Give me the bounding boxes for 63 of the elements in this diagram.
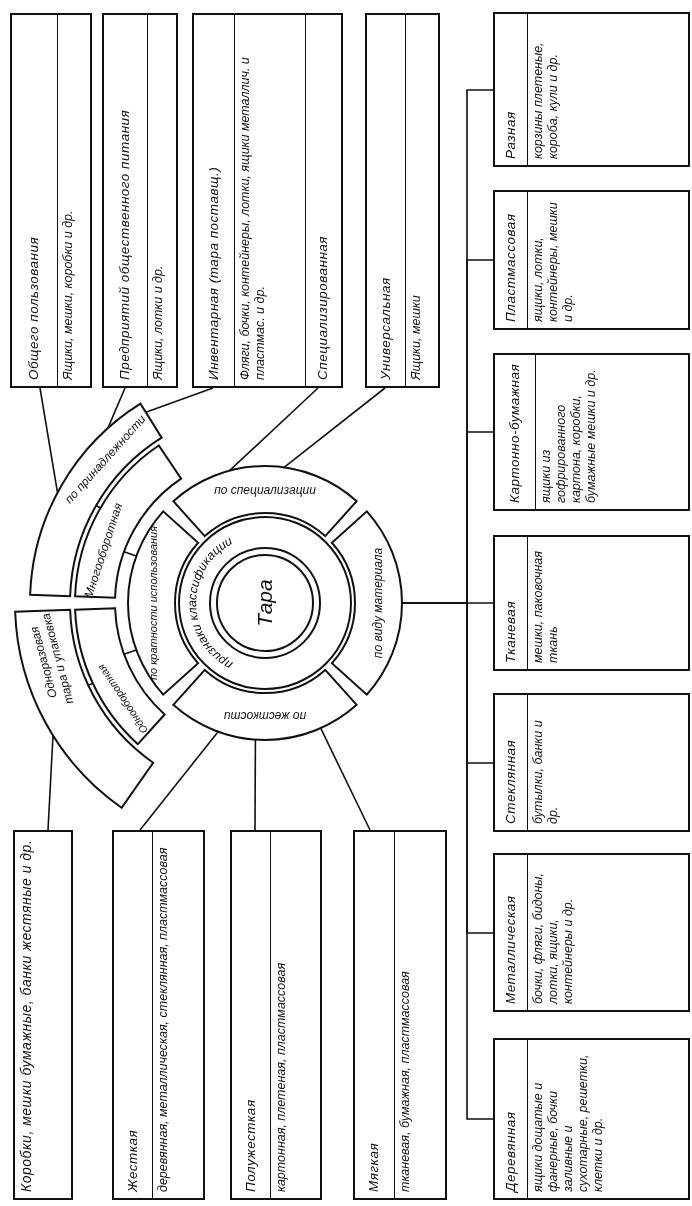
category-box	[10, 13, 92, 388]
box-header: Жесткая	[123, 1128, 141, 1194]
box-header: Металлическая	[501, 894, 519, 1006]
category-box	[365, 13, 440, 388]
box-text: ящики дощатые и фанерные, бочки заливные и сухотарные, решетки, клетки и др.	[527, 1040, 688, 1198]
connector-line	[95, 504, 102, 509]
box-text: картонная, плетеная, пластмассовая	[270, 832, 320, 1198]
category-box	[13, 830, 73, 1200]
category-box	[493, 12, 690, 167]
connector-line	[228, 387, 319, 472]
connector-line	[145, 387, 214, 413]
box-text: мешки, паковочная ткань	[527, 537, 688, 669]
connector-line	[254, 738, 257, 831]
segment-label: по жесткости	[223, 709, 307, 723]
category-box	[493, 535, 690, 671]
connector-line	[39, 387, 59, 494]
category-box	[192, 13, 343, 388]
category-box	[493, 353, 690, 511]
category-box	[112, 830, 205, 1200]
ring-segment	[74, 607, 166, 746]
connector-line	[283, 387, 386, 469]
box-text: Фляги, бочки, контейнеры, лотки, ящики металлич. и пластмас. и др.	[234, 15, 305, 386]
box-header: Полужесткая	[241, 1098, 259, 1194]
category-box	[493, 853, 690, 1012]
box-header: Общего пользования	[25, 235, 43, 382]
category-box	[493, 190, 690, 330]
category-box	[493, 1038, 690, 1200]
box-text: бутылки, банки и др.	[527, 695, 688, 830]
segment-label: по виду материала	[371, 547, 385, 659]
box-text: Ящики, мешки	[405, 15, 438, 386]
box-header: Специализированная	[305, 15, 341, 386]
box-header: Инвентарная (тара поставщ.)	[204, 165, 222, 382]
box-text: корзины плетеные, короба, кули и др.	[527, 14, 688, 165]
box-header: Универсальная	[376, 276, 394, 382]
category-box	[353, 830, 447, 1200]
box-text: Ящики, лотки и др.	[147, 15, 176, 386]
box-text: Ящики, мешки, коробки и др.	[57, 15, 90, 386]
box-text: ящики из гофрированного картона, коробки, бумажные мешки и др.	[535, 355, 688, 509]
category-box	[230, 830, 322, 1200]
connector-line	[139, 730, 219, 831]
segment-label: по кратности использования	[147, 525, 159, 681]
segment-label: по специализации	[214, 483, 316, 497]
box-header: Деревянная	[501, 1110, 519, 1196]
box-text: Коробки, мешки бумажные, банки жестяные и др.	[17, 838, 35, 1194]
ring-segment	[172, 668, 358, 741]
box-text: деревянная, металлическая, стеклянная, пластмассовая	[152, 832, 203, 1198]
category-box	[102, 13, 178, 388]
box-header: Разная	[501, 110, 519, 161]
box-header: Предприятий общественного питания	[116, 108, 134, 382]
box-header: Пластмассовая	[501, 212, 519, 324]
connector-line	[87, 682, 94, 687]
ring-segment	[330, 510, 403, 696]
box-header: Стеклянная	[501, 738, 519, 826]
box-text: бочки, фляги, бидоны, лотки, ящики, контейнеры и др.	[527, 855, 688, 1010]
box-header: Тканевая	[501, 599, 519, 665]
box-header: Картонно-бумажная	[505, 362, 523, 505]
category-box	[493, 693, 690, 832]
box-header: Мягкая	[365, 1141, 383, 1194]
ring-segment	[172, 465, 358, 538]
box-text: ящики, лотки, контейнеры, мешки и др.	[527, 192, 688, 328]
center-label: Тара	[253, 579, 276, 627]
connector-line	[319, 727, 371, 831]
box-text: тканевая, бумажная, пластмассовая	[394, 832, 445, 1198]
